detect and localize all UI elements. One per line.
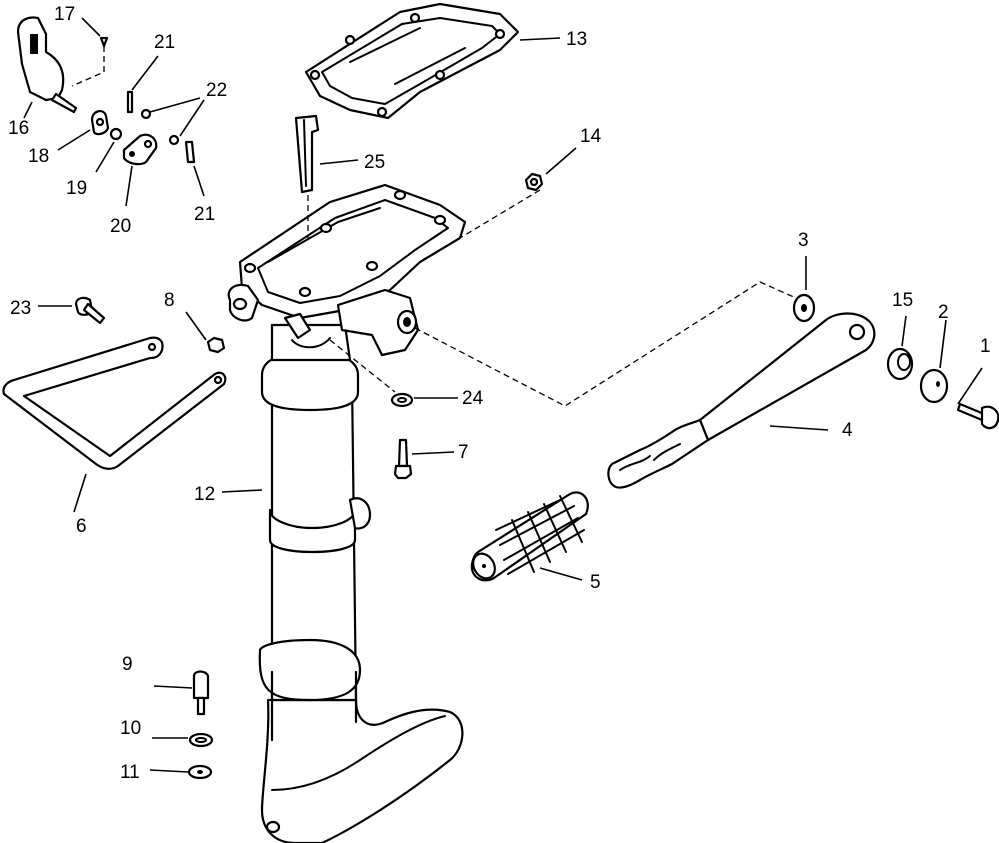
callout-12: 12 [194,484,215,505]
driveshaft-housing [258,323,464,843]
washer-part-11 [187,764,213,780]
washer-part-24 [390,392,414,408]
bolt-part-1 [956,402,999,430]
callout-13: 13 [566,29,587,50]
throttle-cable-bracket [16,16,78,114]
leader-lines [23,17,983,773]
tiller-grip [470,491,589,582]
callout-3: 3 [798,230,809,251]
bolt-part-7 [393,438,413,480]
callout-4: 4 [842,420,853,441]
callout-21-lower: 21 [194,204,215,225]
housing-top-casting [227,183,467,357]
clip-part-22-lower [168,134,180,146]
callout-1: 1 [980,336,991,357]
washer-part-10 [188,732,214,748]
nut-part-14 [524,172,544,192]
callout-15: 15 [892,290,913,311]
callout-20: 20 [110,216,131,237]
callout-7: 7 [458,442,469,463]
callout-24: 24 [462,388,484,409]
tiller-arm [607,312,876,489]
washer-part-2 [919,368,949,404]
callout-8: 8 [164,290,175,311]
clamp-bracket [2,336,227,470]
callout-14: 14 [580,126,602,147]
callout-19: 19 [66,178,87,199]
washer-part-3 [792,293,816,323]
callout-23: 23 [10,298,31,319]
nut-part-8 [206,336,226,354]
washer-part-19 [109,127,123,141]
pin-part-21-upper [126,90,134,114]
bolt-part-23 [74,296,106,325]
callout-6: 6 [76,516,87,537]
callout-2: 2 [938,302,949,323]
bolt-part-9 [192,670,210,716]
screw-part-17 [99,36,109,48]
callout-11: 11 [120,762,140,783]
callout-10: 10 [120,718,141,739]
callout-18: 18 [28,146,49,167]
pin-part-21-lower [184,140,196,164]
link-part-20 [122,133,158,166]
bushing-part-15 [886,347,914,381]
callout-labels: 1 2 3 4 5 6 7 8 9 10 11 12 13 14 15 16 1… [8,4,991,783]
callout-9: 9 [122,654,133,675]
shim-plate [294,114,320,194]
clip-part-22-upper [140,108,152,120]
link-part-18 [90,110,110,136]
callout-22: 22 [206,80,227,101]
callout-25: 25 [364,152,385,173]
gasket [304,2,520,120]
callout-5: 5 [590,572,601,593]
callout-16: 16 [8,118,29,139]
callout-21-upper: 21 [154,32,175,53]
callout-17: 17 [54,4,75,25]
